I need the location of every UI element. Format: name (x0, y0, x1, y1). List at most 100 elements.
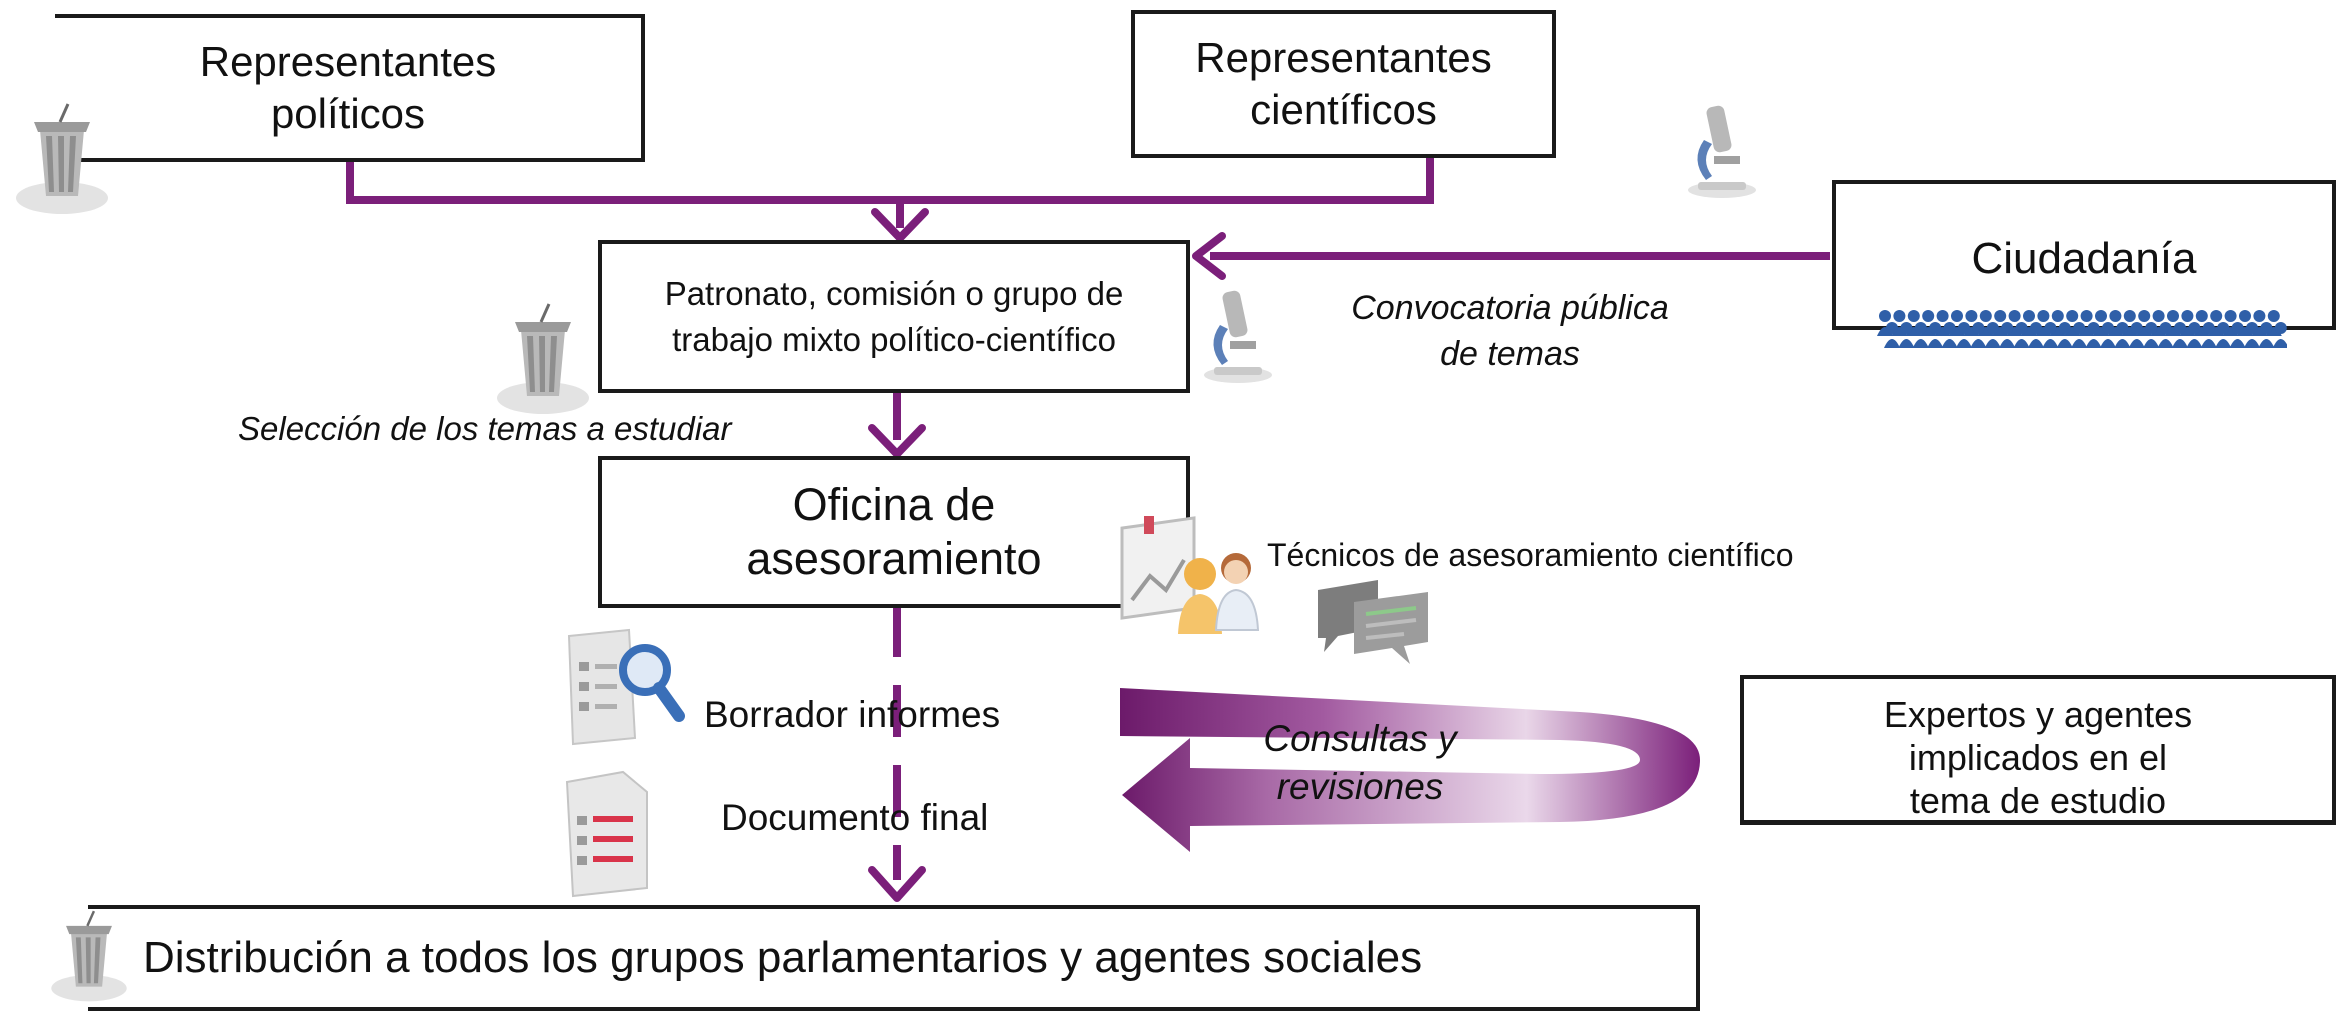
person-head (1900, 322, 1913, 334)
person-body (1898, 339, 1915, 348)
person-body (2258, 339, 2275, 348)
microscope-icon (1204, 290, 1272, 383)
person-head (2130, 322, 2143, 334)
technicians-label: Técnicos de asesoramiento científico (1267, 537, 1794, 573)
connector-political (346, 155, 900, 204)
person-head (1907, 310, 1920, 322)
person-head (2102, 322, 2114, 334)
person-body (2229, 339, 2246, 348)
person-head (2145, 322, 2158, 334)
podium-icon (16, 103, 108, 214)
experts-line3: tema de estudio (1909, 780, 2167, 821)
person-head (2044, 322, 2057, 334)
board-box: Patronato, comisión o grupo de trabajo m… (598, 240, 1190, 393)
person-head (2001, 322, 2014, 334)
person-body (1999, 339, 2016, 348)
experts-line1: Expertos y agentes (1883, 694, 2193, 735)
person-head (2224, 310, 2237, 322)
person-body (1941, 339, 1958, 348)
person-body (1956, 339, 1972, 348)
person-head (2116, 322, 2129, 334)
person-body (2272, 339, 2287, 348)
presentation-icon (1120, 516, 1260, 634)
person-head (1965, 310, 1978, 322)
person-body (2244, 339, 2260, 348)
office-line1: Oficina de (792, 479, 996, 530)
person-head (2109, 310, 2122, 322)
person-head (1951, 310, 1963, 322)
office-box: Oficina de asesoramiento (598, 456, 1190, 608)
person-head (2167, 310, 2179, 322)
crowd-icon (1877, 310, 2287, 348)
person-head (1936, 310, 1949, 322)
document-list-icon (565, 770, 648, 898)
person-body (2143, 339, 2160, 348)
person-head (1922, 310, 1935, 322)
chat-bubbles-icon (1318, 580, 1428, 664)
arrowhead-distribution (868, 866, 926, 902)
scientific-line2: científicos (1250, 86, 1437, 133)
board-line1: Patronato, comisión o grupo de (664, 274, 1124, 312)
document-search-icon (567, 628, 685, 746)
person-body (2172, 339, 2188, 348)
consult-line1: Consultas y (1263, 718, 1457, 759)
citizens-label: Ciudadanía (1971, 234, 2197, 283)
board-line2: trabajo mixto político-científico (672, 320, 1116, 358)
person-head (2188, 322, 2201, 334)
person-head (1879, 310, 1891, 322)
person-head (2174, 322, 2186, 334)
person-head (2231, 322, 2244, 334)
final-label: Documento final (721, 797, 989, 838)
call-line1: Convocatoria pública (1351, 289, 1669, 327)
political-line1: Representantes (199, 38, 497, 85)
person-head (1972, 322, 1985, 334)
podium-icon (497, 303, 589, 414)
person-head (2037, 310, 2050, 322)
person-head (2138, 310, 2151, 322)
person-body (2200, 339, 2217, 348)
connector-scientific (900, 155, 1434, 204)
person-head (2267, 310, 2280, 322)
person-body (2013, 339, 2030, 348)
person-head (2217, 322, 2230, 334)
person-head (1958, 322, 1970, 334)
person-body (1984, 339, 2001, 348)
call-label: Convocatoria pública de temas (1330, 285, 1690, 377)
person-body (2128, 339, 2145, 348)
experts-box: Expertos y agentes implicados en el tema… (1740, 675, 2336, 825)
person-head (1914, 322, 1927, 334)
person-head (2239, 310, 2251, 322)
draft-label: Borrador informes (704, 694, 1001, 735)
consult-line2: revisiones (1276, 766, 1444, 807)
office-line2: asesoramiento (746, 533, 1042, 584)
person-body (1927, 339, 1944, 348)
person-body (1970, 339, 1987, 348)
person-body (2085, 339, 2102, 348)
person-head (2246, 322, 2258, 334)
citizens-box: Ciudadanía (1832, 180, 2336, 330)
scientific-line1: Representantes (1195, 34, 1492, 81)
person-head (1986, 322, 1999, 334)
person-head (1886, 322, 1898, 334)
person-body (2157, 339, 2174, 348)
consult-loop-bottom (1122, 738, 1700, 852)
person-body (2215, 339, 2232, 348)
person-head (2051, 310, 2064, 322)
person-head (2181, 310, 2194, 322)
person-head (2274, 322, 2287, 334)
distribution-label: Distribución a todos los grupos parlamen… (143, 933, 1423, 982)
person-head (2073, 322, 2086, 334)
person-head (2260, 322, 2273, 334)
person-body (1884, 339, 1900, 348)
person-body (2042, 339, 2059, 348)
person-head (2152, 310, 2165, 322)
person-head (2202, 322, 2215, 334)
person-head (2123, 310, 2136, 322)
arrowhead-office (868, 424, 926, 458)
person-head (2159, 322, 2172, 334)
scientific-representatives-box: Representantes científicos (1131, 10, 1556, 158)
person-body (2186, 339, 2203, 348)
experts-line2: implicados en el (1908, 737, 2168, 778)
person-body (2071, 339, 2088, 348)
microscope-icon (1688, 105, 1756, 198)
